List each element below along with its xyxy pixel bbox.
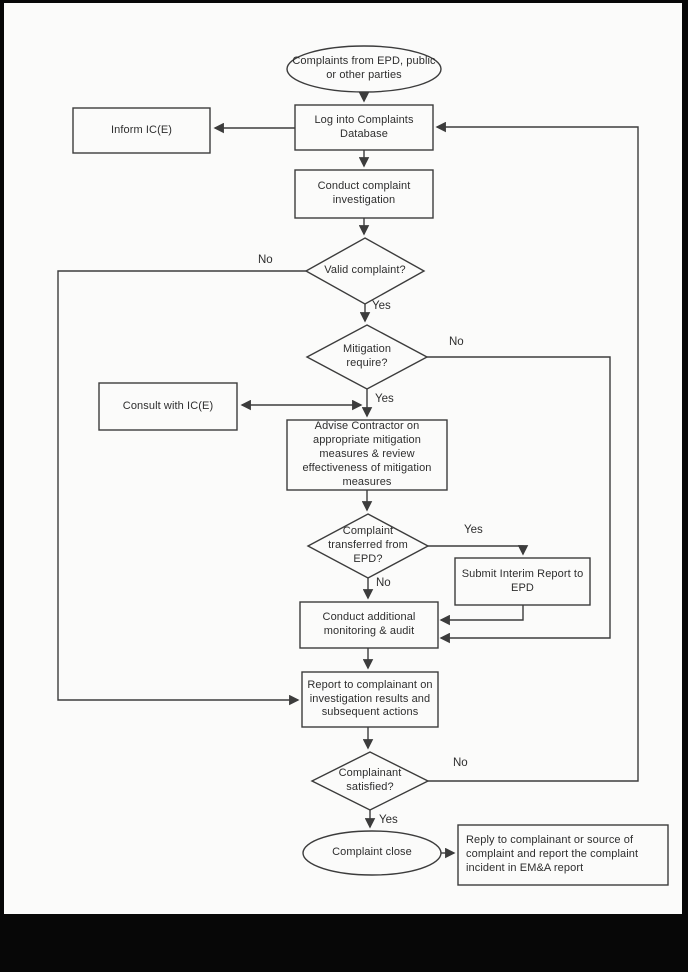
edge-label-mitigation-no: No <box>449 336 464 348</box>
edge-transferred-submit-yes <box>428 545 529 556</box>
edge-label-valid-yes: Yes <box>372 300 391 312</box>
transferred-diamond <box>306 513 430 579</box>
log-box <box>294 104 434 151</box>
edge-mitigation-monitor-no <box>427 356 611 644</box>
node-submit: Submit Interim Report to EPD <box>461 567 584 594</box>
inform-box <box>72 107 211 154</box>
edge-label-satisfied-yes: Yes <box>379 814 398 826</box>
report-box <box>301 671 439 728</box>
node-consult: Consult with IC(E) <box>122 399 214 412</box>
monitor-box <box>299 601 439 649</box>
edge-label-mitigation-yes: Yes <box>375 393 394 405</box>
investigate-box <box>294 169 434 219</box>
node-investigate: Conduct complaint investigation <box>317 180 411 206</box>
node-transferred: Complaint transferred from EPD? <box>328 525 408 565</box>
edge-label-transferred-yes: Yes <box>464 524 483 536</box>
advise-box <box>286 419 448 491</box>
node-monitor: Conduct additional monitoring & audit <box>322 611 416 637</box>
node-valid: Valid complaint? <box>324 264 406 277</box>
mitigation-diamond <box>305 324 429 390</box>
edge-submit-monitor <box>439 605 524 626</box>
node-report: Report to complainant on investigation r… <box>307 678 433 719</box>
close-ellipse <box>302 830 442 876</box>
reply-box <box>457 824 669 886</box>
node-mitigation: Mitigation require? <box>342 343 392 369</box>
start-ellipse <box>286 45 442 93</box>
edge-valid-report-no <box>57 270 306 706</box>
edge-label-transferred-no: No <box>376 577 391 589</box>
node-close: Complaint close <box>332 846 412 859</box>
node-satisfied: Complainant satisfied? <box>338 767 402 793</box>
consult-box <box>98 382 238 431</box>
submit-box <box>454 557 591 606</box>
node-advise: Advise Contractor on appropriate mitigat… <box>302 420 432 488</box>
node-reply: Reply to complainant or source of compla… <box>466 834 639 874</box>
node-inform: Inform IC(E) <box>110 123 173 136</box>
edge-satisfied-log-no <box>428 121 639 782</box>
satisfied-diamond <box>310 751 430 811</box>
node-start: Complaints from EPD, public or other par… <box>292 55 436 81</box>
flowchart-connectors <box>57 92 639 859</box>
node-log: Log into Complaints Database <box>314 113 414 140</box>
flowchart-shapes <box>72 45 669 886</box>
edge-label-valid-no: No <box>258 254 273 266</box>
valid-diamond <box>304 237 426 305</box>
edge-label-satisfied-no: No <box>453 757 468 769</box>
